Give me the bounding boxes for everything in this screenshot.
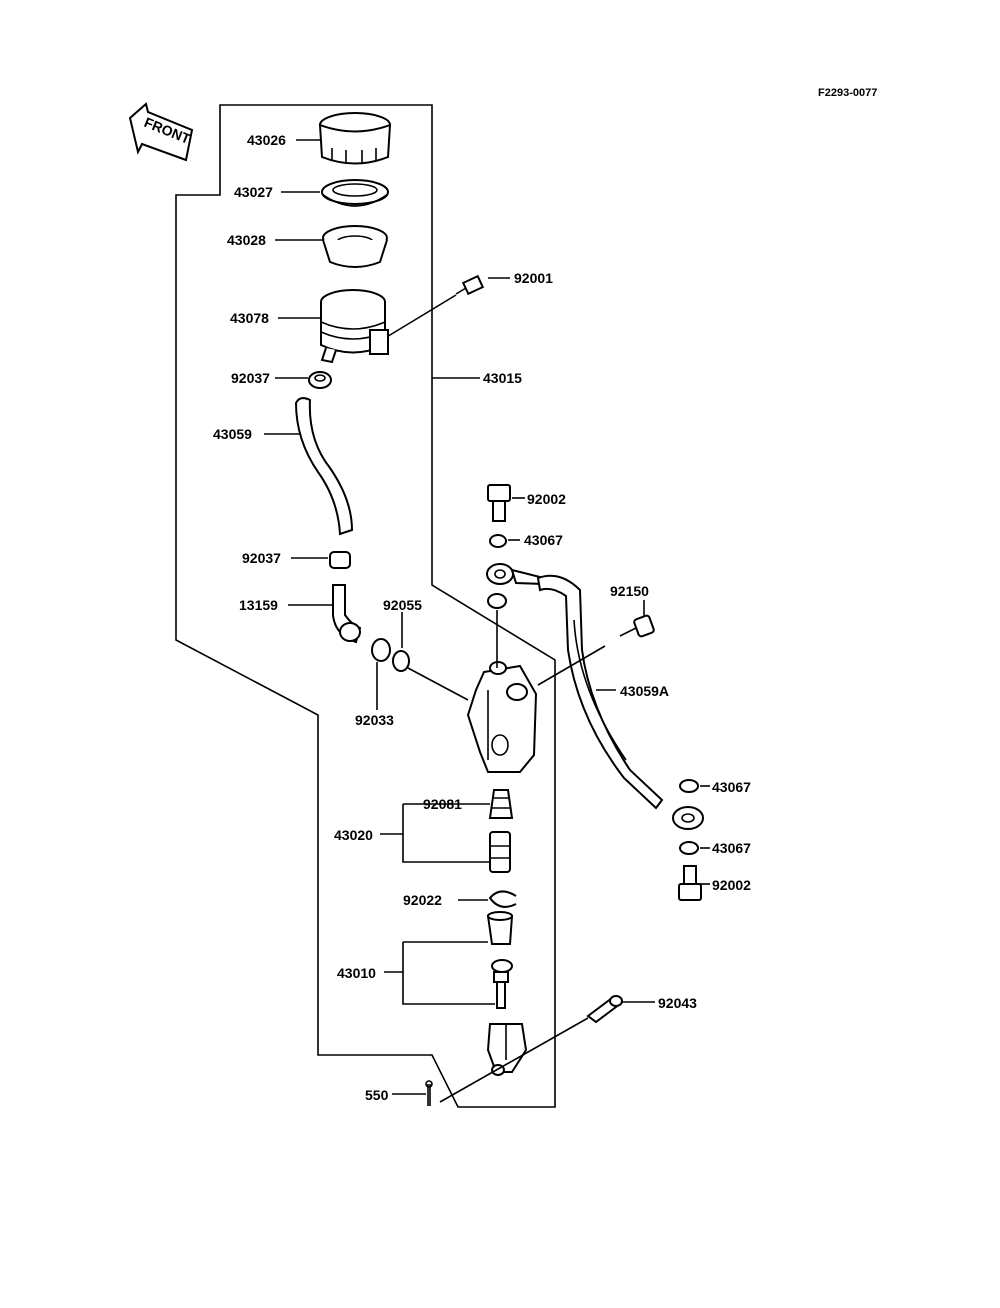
reservoir [320,289,389,364]
part-label-43059: 43059 [213,426,252,442]
cotter-pin [425,1080,433,1106]
part-label-92037-top: 92037 [231,370,270,386]
part-label-92033: 92033 [355,712,394,728]
washer-43067-low [679,841,699,855]
push-rod-boot [486,911,514,945]
part-label-92001: 92001 [514,270,553,286]
circlip-92022 [488,890,517,908]
hose-guide-bolt [619,614,655,638]
reservoir-hose [294,397,354,536]
part-label-92081: 92081 [423,796,462,812]
washer-43067-mid [679,779,699,793]
assembly-outline-43015 [175,104,556,1108]
banjo-bolt-top [487,484,511,522]
part-label-92043: 92043 [658,995,697,1011]
diaphragm-plate [321,179,389,207]
snap-ring-92033 [371,638,391,662]
part-label-43020: 43020 [334,827,373,843]
part-label-43026: 43026 [247,132,286,148]
part-label-92055: 92055 [383,597,422,613]
part-label-43015: 43015 [483,370,522,386]
part-label-43028: 43028 [227,232,266,248]
part-label-92002-top: 92002 [527,491,566,507]
part-label-92022: 92022 [403,892,442,908]
clevis [486,1023,528,1076]
part-label-43067-low: 43067 [712,840,751,856]
part-label-43059A: 43059A [620,683,669,699]
banjo-bolt-bottom [678,865,702,901]
diagram-code: F2293-0077 [818,87,877,99]
part-label-43067-mid: 43067 [712,779,751,795]
master-cylinder-body [466,661,538,773]
hose-clamp-top [308,371,332,389]
part-label-43027: 43027 [234,184,273,200]
primary-cup-92081 [488,789,514,819]
part-label-92002-low: 92002 [712,877,751,893]
part-label-43078: 43078 [230,310,269,326]
part-label-92037-bot: 92037 [242,550,281,566]
part-label-43067-top: 43067 [524,532,563,548]
part-label-43010: 43010 [337,965,376,981]
bolt-92001 [455,274,485,296]
front-arrow-icon: FRONT [128,102,194,162]
push-rod [491,959,513,1009]
diaphragm [322,225,388,268]
reservoir-cap [318,112,392,165]
washer-43067-top [489,534,507,548]
part-label-550: 550 [365,1087,389,1103]
hose-fitting [332,584,362,644]
banjo-fitting-bottom [672,806,704,830]
part-label-92150: 92150 [610,583,649,599]
brake-hose [536,574,664,810]
banjo-fitting-top [486,563,547,586]
clevis-pin [586,995,623,1024]
washer-near-body [487,593,507,609]
piston [489,831,511,873]
hose-clamp-bottom [329,551,351,569]
o-ring-92055 [392,650,410,672]
part-label-13159: 13159 [239,597,278,613]
